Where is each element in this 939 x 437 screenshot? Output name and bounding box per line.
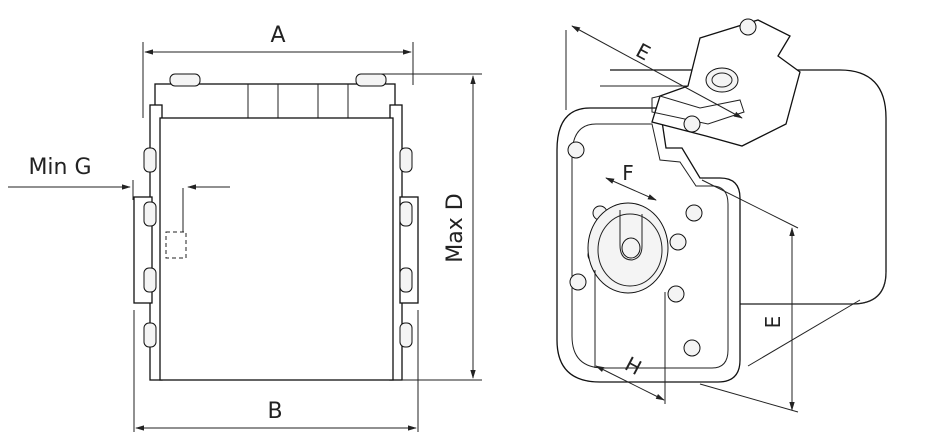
top-left-bolt [169,73,201,87]
front-view: A B Max D Min G [8,23,482,432]
terminal-hole [705,67,739,93]
top-right-bolt [355,73,387,87]
label-b: B [267,399,282,424]
label-a: A [270,23,285,48]
label-max-d: Max D [443,193,468,262]
label-e-side: E [761,316,785,329]
contact-disc [587,202,669,294]
isometric-view: E E F H [556,18,887,413]
label-min-g: Min G [28,155,91,180]
top-terminal-blade [154,73,396,123]
right-side-screws [399,147,413,348]
indicator-slot [165,231,187,259]
label-e-top: E [632,38,654,65]
dimension-e-top-line [571,25,743,119]
label-f: F [622,161,634,185]
fuse-body [159,117,394,381]
dimension-h-line [595,365,665,401]
terminal-top-screw [739,18,757,36]
left-side-screws [143,147,157,348]
terminal-front-screw [683,115,701,133]
dimension-f-line [605,177,657,201]
